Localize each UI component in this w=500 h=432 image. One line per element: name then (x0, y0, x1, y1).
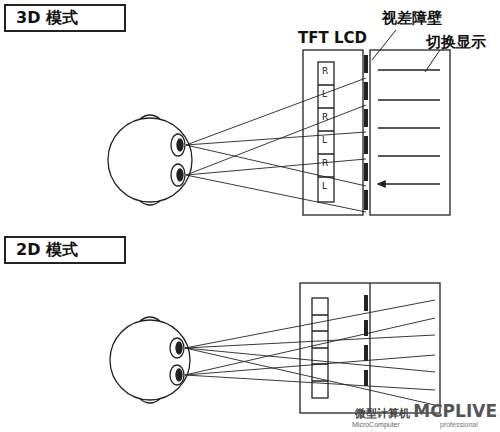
mode-title: 3D 模式 (16, 8, 78, 29)
pixel-letter: R (322, 159, 328, 169)
watermark: MicroComputer (352, 421, 400, 429)
component-label: 视差障壁 (382, 10, 442, 27)
pixel-letter: L (322, 136, 327, 146)
mode-title: 2D 模式 (16, 240, 78, 261)
component-label: 切换显示 (426, 34, 486, 51)
pixel-letter: L (322, 90, 327, 100)
pixel-letter: R (322, 113, 328, 123)
mode-box: 3D 模式 (4, 4, 126, 32)
watermark: MCPLIVE (413, 402, 497, 421)
pixel-letter: R (322, 67, 328, 77)
pixel-letter: L (322, 182, 327, 192)
watermark: 微型计算机 (355, 408, 410, 420)
watermark: professional (440, 421, 478, 429)
component-label: TFT LCD (298, 30, 367, 47)
mode-box: 2D 模式 (4, 236, 126, 264)
